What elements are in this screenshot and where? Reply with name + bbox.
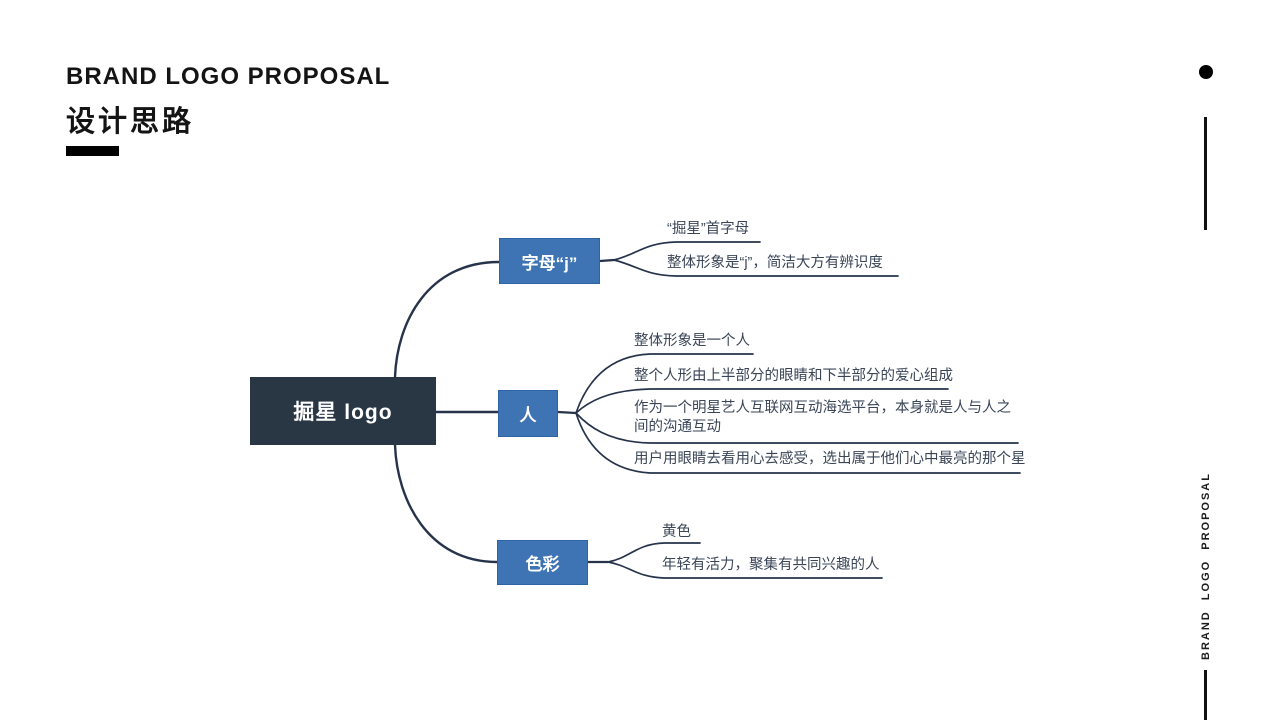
leaf-color-2: 年轻有活力，聚集有共同兴趣的人 bbox=[662, 557, 880, 573]
vertical-rule-top bbox=[1204, 117, 1207, 230]
page-title-en: BRAND LOGO PROPOSAL bbox=[66, 63, 391, 90]
connector-root-color bbox=[393, 443, 499, 564]
corner-dot bbox=[1199, 65, 1213, 79]
root-node: 掘星 logo bbox=[250, 377, 436, 445]
leaf-letter-2: 整体形象是“j”，简洁大方有辨识度 bbox=[667, 255, 883, 271]
vertical-brand-label: BRAND LOGO PROPOSAL bbox=[1200, 472, 1212, 660]
connector-root-letter bbox=[393, 260, 501, 379]
leaf-letter-1: “掘星”首字母 bbox=[667, 221, 750, 237]
leaf-person-4: 用户用眼睛去看用心去感受，选出属于他们心中最亮的那个星 bbox=[634, 451, 1026, 467]
branch-node-person: 人 bbox=[498, 390, 558, 437]
connector-person-fan bbox=[556, 410, 578, 415]
leaf-person-3: 作为一个明星艺人互联网互动海选平台，本身就是人与人之间的沟通互动 bbox=[634, 400, 1011, 435]
title-underline-bar bbox=[66, 146, 119, 156]
branch-node-letter-j: 字母“j” bbox=[499, 238, 600, 284]
leaf-color-1: 黄色 bbox=[662, 524, 691, 540]
branch-node-color: 色彩 bbox=[497, 540, 588, 585]
leaf-person-2: 整个人形由上半部分的眼睛和下半部分的爱心组成 bbox=[634, 368, 953, 384]
leaf-person-1: 整体形象是一个人 bbox=[634, 333, 750, 349]
vertical-rule-bottom bbox=[1204, 670, 1207, 720]
page-title-cn: 设计思路 bbox=[66, 106, 195, 138]
connector-letter-fan bbox=[598, 258, 616, 263]
